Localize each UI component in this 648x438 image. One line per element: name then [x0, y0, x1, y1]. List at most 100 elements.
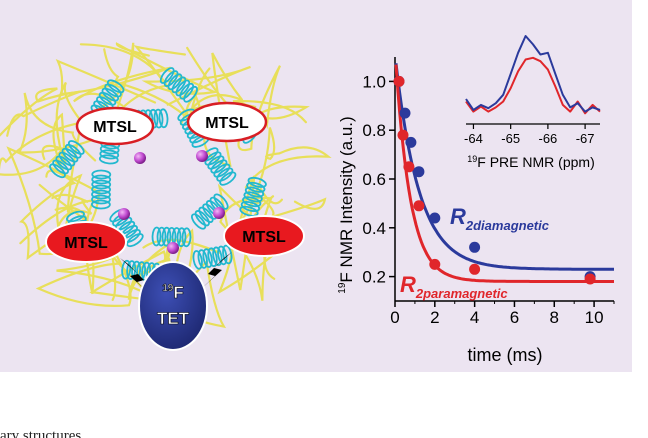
spin-label-sphere — [167, 242, 179, 254]
helix-turn — [242, 196, 262, 208]
y-tick-label: 0.4 — [362, 219, 386, 238]
helix-turn — [239, 205, 259, 217]
helix-turn — [67, 140, 85, 155]
y-tick-label: 0.8 — [362, 121, 386, 140]
y-tick-label: 0.2 — [362, 268, 386, 287]
helix-turn — [52, 159, 69, 175]
x-tick-label: 2 — [430, 308, 439, 327]
helix-turn — [106, 79, 125, 94]
tet-probe-ellipse — [138, 261, 208, 351]
y-tick-label: 0.6 — [362, 170, 386, 189]
data-point-R2paramagnetic — [429, 258, 441, 270]
fit-curves — [394, 63, 614, 283]
mtsl-label-ring — [75, 106, 155, 146]
helix-turn — [210, 159, 228, 174]
data-point-R2paramagnetic — [413, 200, 425, 212]
x-tick-label: 6 — [510, 308, 519, 327]
y-axis-label: 19F NMR Intensity (a.u.) — [337, 116, 356, 293]
inset-x-axis-label: 19F PRE NMR (ppm) — [467, 154, 594, 170]
x-tick-label: 8 — [550, 308, 559, 327]
helix-turn — [219, 171, 237, 186]
mtsl-label: MTSL — [205, 115, 249, 132]
protein-structure-illustration — [0, 42, 332, 329]
inset-spectrum-paramagnetic — [465, 56, 601, 115]
helix-turn — [91, 179, 112, 190]
helix-turn — [159, 67, 175, 84]
data-point-R2paramagnetic — [584, 273, 596, 285]
helix-turn — [126, 233, 144, 248]
probe-label-19f: 19F — [162, 283, 184, 302]
helix-turn — [217, 245, 228, 266]
data-points — [393, 75, 596, 285]
helix-turn — [198, 206, 214, 223]
helix-turn — [49, 163, 66, 179]
inset-x-tick-label: -67 — [576, 131, 595, 146]
data-point-R2diamagnetic — [413, 166, 425, 178]
helix-turn — [91, 199, 111, 210]
helix-turn — [207, 247, 218, 267]
data-point-R2paramagnetic — [397, 129, 409, 141]
helix-turn — [99, 149, 120, 160]
backbone-segment — [115, 42, 251, 106]
helix-turn — [244, 186, 265, 198]
mtsl-label: MTSL — [93, 119, 137, 136]
inset-x-tick-label: -66 — [538, 131, 557, 146]
backbone-segment — [233, 127, 332, 233]
helix-turn — [91, 169, 112, 180]
helix-turn — [179, 82, 195, 100]
spin-label-sphere — [118, 208, 130, 220]
probe-label-tet: TET — [157, 309, 190, 328]
data-point-R2paramagnetic — [403, 161, 415, 173]
backbone-segment — [35, 254, 181, 318]
helix-turn — [202, 203, 218, 220]
helix-turn — [91, 184, 111, 195]
helix-turn — [202, 248, 213, 268]
data-point-R2diamagnetic — [429, 212, 441, 224]
backbone-segment — [51, 173, 93, 254]
inset-axes: -64-65-66-67 — [464, 123, 600, 146]
spin-label-sphere — [213, 207, 225, 219]
helix-turn — [61, 147, 79, 163]
helix-turn — [99, 144, 120, 155]
backbone-segment — [0, 87, 81, 137]
helix-turn — [58, 151, 76, 167]
helix-turn — [197, 249, 208, 269]
lightning-bolt-icon — [200, 252, 232, 290]
helix-turn — [163, 70, 179, 87]
data-point-R2diamagnetic — [469, 241, 481, 253]
helix-turn — [126, 260, 137, 280]
helix-turn — [204, 151, 222, 166]
helix-turn — [243, 191, 263, 203]
data-point-R2diamagnetic — [399, 107, 411, 119]
helix-turn — [91, 189, 111, 200]
helix-turn — [156, 226, 167, 247]
helix-turn — [207, 155, 225, 170]
helix-turn — [192, 250, 203, 270]
mtsl-label: MTSL — [242, 229, 286, 246]
backbone-segment — [0, 121, 83, 213]
fit-curve-R2diamagnetic — [394, 63, 614, 271]
spin-label-sites — [118, 150, 225, 254]
lightning-bolt-icon — [120, 258, 152, 296]
helix-turn — [213, 193, 229, 210]
helix-turn — [64, 143, 82, 159]
x-tick-label: 0 — [390, 308, 399, 327]
spin-label-sphere — [196, 150, 208, 162]
helix-turn — [181, 227, 192, 248]
caption-fragment: ary structures — [0, 428, 82, 438]
helix-turn — [191, 213, 207, 230]
data-point-R2paramagnetic — [393, 75, 405, 87]
helix-turn — [91, 174, 112, 185]
helix-turn — [240, 201, 261, 212]
inset-spectra — [465, 35, 601, 115]
helix-turn — [151, 226, 162, 247]
helix-turn — [176, 227, 187, 248]
helix-turn — [98, 154, 119, 165]
helix-turn — [158, 108, 169, 129]
pre-nmr-spectrum-inset: -64-65-66-67 19F PRE NMR (ppm) — [464, 35, 601, 170]
helix-turn — [175, 79, 191, 97]
inset-x-tick-label: -65 — [501, 131, 520, 146]
